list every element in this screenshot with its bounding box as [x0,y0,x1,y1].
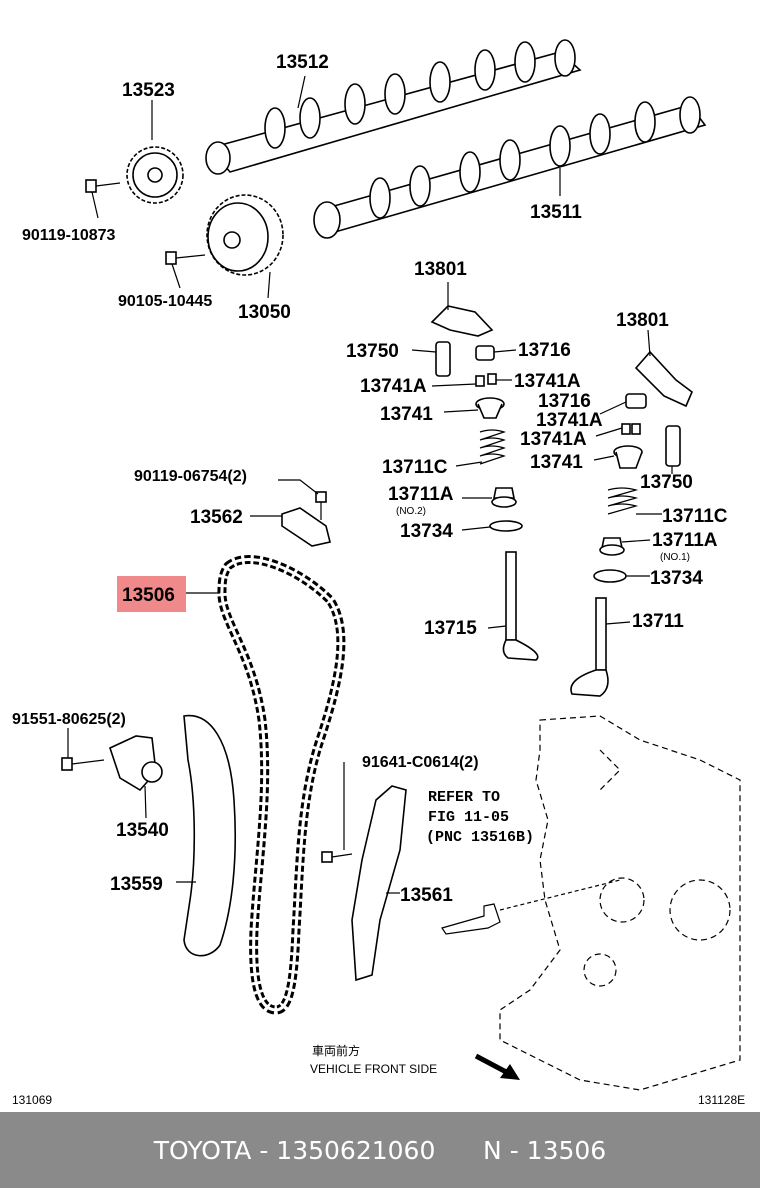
label-13741A-a: 13741A [360,376,427,397]
valve-13711 [570,597,631,697]
label-13741A-d: 13741A [520,429,587,450]
label-13716-b: 13716 [538,391,591,412]
label-13741A-c: 13741A [536,410,603,431]
label-13512: 13512 [276,52,329,73]
label-13734-b: 13734 [650,568,703,589]
label-13750-b: 13750 [640,472,693,493]
label-13801-a: 13801 [414,259,467,280]
bolt-90105-10445 [165,251,206,289]
sprocket-13523 [126,146,184,204]
label-13506: 13506 [122,585,175,606]
label-13711: 13711 [632,611,684,632]
rocker-arm-13801-a [430,282,494,337]
cam-timing-gear-13050 [206,194,284,276]
label-13741A-b: 13741A [514,371,581,392]
seal-13734-b [593,569,650,583]
caption-front-en: VEHICLE FRONT SIDE [310,1062,437,1076]
lash-adjuster-13750-b [665,425,681,467]
label-13734-a: 13734 [400,521,453,542]
label-90119-06754: 90119-06754(2) [134,468,247,485]
label-13540: 13540 [116,820,169,841]
label-13511: 13511 [530,202,582,223]
label-13716-a: 13716 [518,340,571,361]
label-13741-a: 13741 [380,404,433,425]
label-13523: 13523 [122,80,175,101]
code-left: 131069 [12,1093,52,1107]
retainer-13741-a [443,397,505,419]
label-13711A-a: 13711A [388,484,454,505]
slipper-13559 [176,714,237,957]
label-90105-10445: 90105-10445 [118,293,212,310]
bolt-91551-80625 [61,728,105,771]
note-refer-line3: (PNC 13516B) [426,829,534,846]
bolt-90119-10873 [85,179,121,219]
parts-diagram: 13512 13523 90119-10873 13511 90105-1044… [12,39,745,1107]
spring-13711C-b [607,487,662,515]
chain-guide-13562 [250,507,331,547]
label-90119-10873: 90119-10873 [22,227,116,244]
footer-spacer [435,1136,483,1165]
engine-block [441,715,741,1091]
cap-13716-b [625,393,647,409]
label-91551-80625: 91551-80625(2) [12,711,126,728]
label-13561: 13561 [400,885,453,906]
label-13801-b: 13801 [616,310,669,331]
chain-guide-13561 [351,785,407,982]
label-no1: (NO.1) [660,552,690,563]
label-91641-C0614: 91641-C0614(2) [362,754,479,771]
timing-chain-13506 [186,555,346,1015]
code-right: 131128E [698,1093,745,1107]
camshaft-13511 [313,96,707,239]
label-13750-a: 13750 [346,341,399,362]
note-refer-line2: FIG 11-05 [428,809,509,826]
spring-13711C-a [455,429,506,467]
seat-13711A-b [599,537,651,556]
seat-13711A-a [462,487,517,508]
footer-bar: TOYOTA - 1350621060 N - 13506 [0,1112,760,1188]
label-13711C-b: 13711C [662,506,728,527]
label-13050: 13050 [238,302,291,323]
label-13741-b: 13741 [530,452,583,473]
cap-13716-a [475,345,517,361]
seal-13734-a [461,520,523,532]
rocker-arm-13801-b [634,329,693,408]
highlight-13506 [117,576,186,612]
valve-13715 [487,551,539,661]
bolt-91641-C0614 [321,762,353,863]
label-13711C-a: 13711C [382,457,448,478]
label-13715: 13715 [424,618,477,639]
camshaft-13512 [205,39,582,175]
caption-front-jp: 車両前方 [312,1043,360,1058]
note-refer-line1: REFER TO [428,789,500,806]
front-arrow-icon [474,1053,520,1080]
label-13711A-b: 13711A [652,530,718,551]
label-13562: 13562 [190,507,243,528]
tensioner-13540 [109,735,163,819]
label-13559: 13559 [110,874,163,895]
footer-reference: N - 13506 [483,1135,607,1165]
keepers-13741A-b [621,423,641,435]
keepers-13741A-a [431,373,512,387]
bolt-90119-06754 [278,479,327,520]
lash-adjuster-13750-a [411,341,451,377]
footer-part-number: TOYOTA - 1350621060 [153,1135,436,1165]
retainer-13741-b [613,445,643,469]
label-no2: (NO.2) [396,506,426,517]
